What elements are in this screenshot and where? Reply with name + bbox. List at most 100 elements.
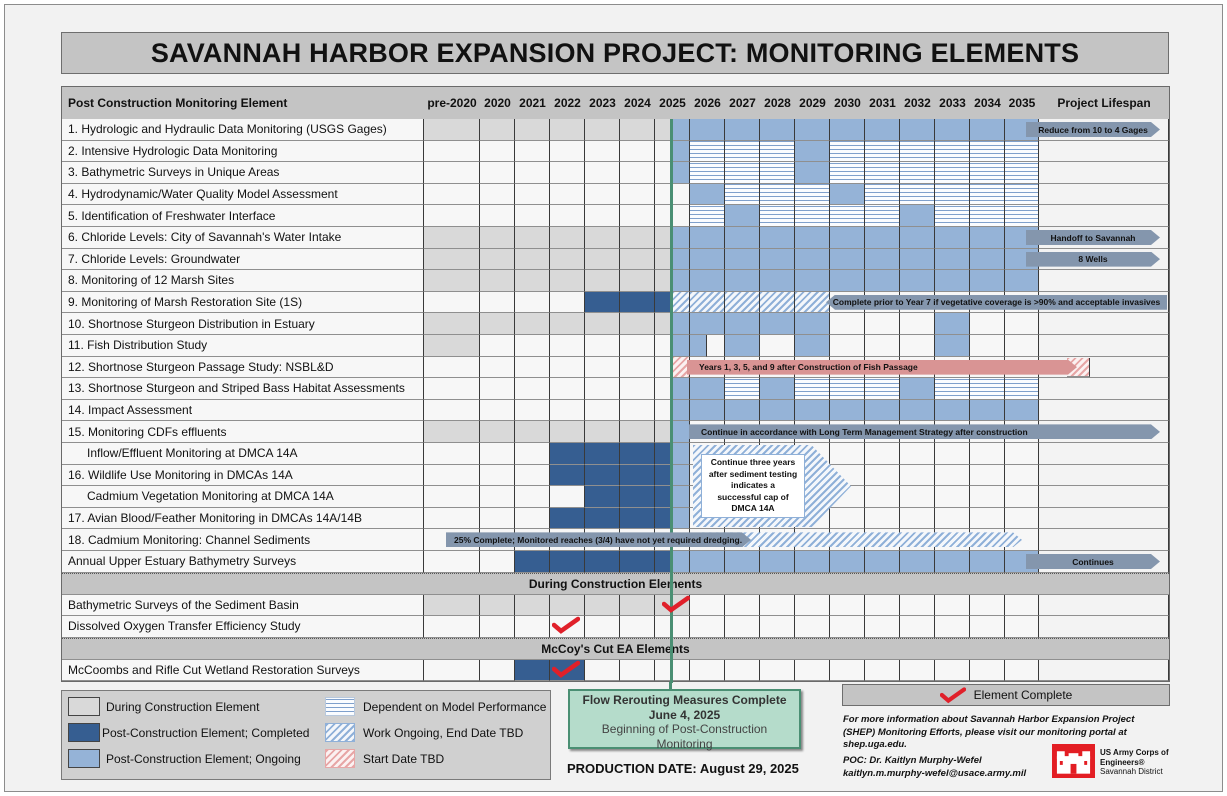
grid-cell: [830, 183, 865, 206]
element-complete-legend: Element Complete: [842, 684, 1170, 706]
row-label: 11. Fish Distribution Study: [62, 335, 424, 357]
lifespan-cell: [1039, 313, 1169, 335]
grid-cell: [760, 659, 795, 682]
annotation-continues: Continues: [1026, 554, 1160, 569]
lifespan-cell: [1039, 399, 1169, 422]
annotation-ltms: Continue in accordance with Long Term Ma…: [689, 424, 1160, 439]
row-label: Cadmium Vegetation Monitoring at DMCA 14…: [62, 486, 424, 508]
grid-cell: [760, 313, 795, 335]
logo-line1: US Army Corps of: [1100, 748, 1169, 757]
grid-cell: [585, 443, 620, 465]
grid-cell: [620, 291, 655, 314]
grid-cell: [672, 270, 690, 292]
poc-email[interactable]: kaitlyn.m.murphy-wefel@usace.army.mil: [843, 767, 1027, 779]
grid-cell: [707, 335, 725, 357]
grid-cell: [760, 291, 795, 314]
grid-cell: [672, 291, 690, 314]
grid-cell: [865, 616, 900, 638]
grid-cell: [760, 205, 795, 227]
legend-label: Work Ongoing, End Date TBD: [363, 725, 524, 740]
legend-completed: Post-Construction Element; Completed: [68, 723, 309, 742]
grid-cell: [690, 335, 707, 357]
grid-cell: [620, 486, 655, 508]
grid-cell: [515, 227, 550, 249]
lifespan-cell: [1039, 162, 1169, 184]
grid-cell: [865, 659, 900, 682]
grid-cell: [515, 421, 550, 443]
grid-cell: [970, 464, 1005, 487]
grid-cell: [725, 183, 760, 206]
grid-cell: [550, 551, 585, 573]
grid-cell: [795, 183, 830, 206]
grid-cell: [970, 140, 1005, 163]
grid-cell: [935, 399, 970, 422]
grid-cell: [620, 270, 655, 292]
grid-cell: [900, 659, 935, 682]
grid-cell: [1005, 313, 1039, 335]
grid-cell: [672, 140, 690, 163]
lifespan-cell: [1039, 183, 1169, 206]
grid-cell: [900, 313, 935, 335]
grid-cell: [760, 616, 795, 638]
grid-cell: [795, 551, 830, 573]
grid-cell: [865, 378, 900, 400]
annotation-8-wells: 8 Wells: [1026, 252, 1160, 267]
grid-cell: [690, 119, 725, 141]
grid-cell: [585, 291, 620, 314]
checkmark-icon: [552, 616, 580, 635]
row-label: 15. Monitoring CDFs effluents: [62, 421, 424, 443]
row-label: Inflow/Effluent Monitoring at DMCA 14A: [62, 443, 424, 465]
row-label: 6. Chloride Levels: City of Savannah's W…: [62, 227, 424, 249]
grid-cell: [865, 205, 900, 227]
row-label: 3. Bathymetric Surveys in Unique Areas: [62, 162, 424, 184]
logo-line2: Engineers®: [1100, 757, 1145, 767]
grid-cell: [725, 659, 760, 682]
grid-cell: [970, 162, 1005, 184]
grid-cell: [480, 313, 515, 335]
flow-box-title: Flow Rerouting Measures Complete: [582, 693, 787, 707]
grid-cell: [515, 183, 550, 206]
lifespan-column-header: Project Lifespan: [1039, 87, 1169, 119]
grid-cell: [515, 399, 550, 422]
row-label: 2. Intensive Hydrologic Data Monitoring: [62, 140, 424, 163]
dmca-callout-text: Continue three years after sediment test…: [701, 454, 805, 519]
grid-cell: [830, 162, 865, 184]
grid-cell: [672, 443, 690, 465]
checkmark-icon: [939, 687, 966, 704]
grid-cell: [725, 399, 760, 422]
annotation-reduce-gages: Reduce from 10 to 4 Gages: [1026, 122, 1160, 137]
grid-cell: [725, 205, 760, 227]
grid-cell: [620, 227, 655, 249]
grid-cell: [550, 313, 585, 335]
row-label: 16. Wildlife Use Monitoring in DMCAs 14A: [62, 464, 424, 487]
year-header: 2035: [1005, 87, 1039, 119]
grid-cell: [690, 227, 725, 249]
year-header: 2034: [970, 87, 1005, 119]
annotation-marsh-restoration: Complete prior to Year 7 if vegetative c…: [826, 294, 1167, 310]
grid-cell: [515, 443, 550, 465]
grid-cell: [970, 507, 1005, 530]
grid-cell: [424, 205, 480, 227]
grid-cell: [550, 335, 585, 357]
grid-cell: [515, 378, 550, 400]
section-mccoys-cut: McCoy's Cut EA Elements: [62, 637, 1169, 660]
grid-cell: [690, 291, 725, 314]
grid-cell: [515, 119, 550, 141]
year-header: 2020: [480, 87, 515, 119]
flow-rerouting-callout: Flow Rerouting Measures Complete June 4,…: [568, 689, 801, 751]
row-label: 14. Impact Assessment: [62, 399, 424, 422]
grid-cell: [935, 270, 970, 292]
grid-cell: [480, 248, 515, 271]
production-date: PRODUCTION DATE: August 29, 2025: [567, 761, 799, 776]
grid-cell: [795, 399, 830, 422]
grid-cell: [620, 140, 655, 163]
grid-cell: [424, 399, 480, 422]
grid-cell: [424, 507, 480, 530]
grid-cell: [935, 616, 970, 638]
grid-cell: [672, 162, 690, 184]
row-label: 18. Cadmium Monitoring: Channel Sediment…: [62, 529, 424, 551]
grid-cell: [515, 356, 550, 379]
grid-cell: [690, 399, 725, 422]
during-row-label: Dissolved Oxygen Transfer Efficiency Stu…: [62, 616, 424, 638]
grid-cell: [900, 270, 935, 292]
